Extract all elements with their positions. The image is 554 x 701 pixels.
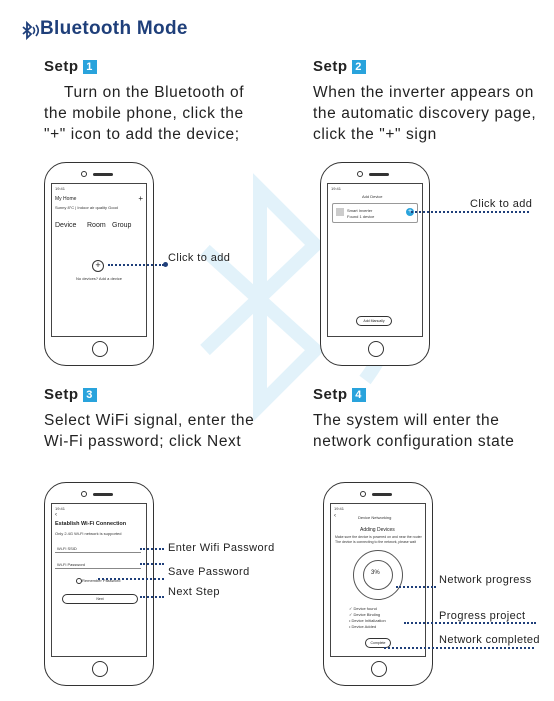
back-icon[interactable]: ‹ <box>334 513 336 519</box>
status-time: 19:41 <box>331 186 342 191</box>
callout-line-3d <box>140 596 164 598</box>
phone-4: 19:41 ‹ Device Networking Adding Devices… <box>323 482 433 686</box>
callout-line-3b <box>140 563 164 565</box>
status-time: 19:41 <box>334 506 345 511</box>
weather-line: Sunny 8°C | Indoor air quality Good <box>55 205 118 210</box>
bullet-icon: • <box>349 624 352 629</box>
callout-click-to-add-1: Click to add <box>168 252 231 264</box>
callout-save-password: Save Password <box>168 566 250 578</box>
home-button <box>371 661 387 677</box>
back-icon[interactable]: ‹ <box>55 512 57 518</box>
list-item: ✓ Device Binding <box>349 612 381 617</box>
phone-4-screen: 19:41 ‹ Device Networking Adding Devices… <box>330 503 426 657</box>
phone-3: 19:41 ‹ Establish Wi-Fi Connection Only … <box>44 482 154 686</box>
remember-label: Remember Password <box>82 578 121 583</box>
callout-dot-1 <box>163 262 168 267</box>
status-time: 19:41 <box>55 506 66 511</box>
tab-group[interactable]: Group <box>112 222 132 229</box>
home-button <box>92 341 108 357</box>
tab-room[interactable]: Room <box>87 222 106 229</box>
callout-network-progress: Network progress <box>439 574 532 586</box>
nav-title: Add Device <box>362 194 383 199</box>
check-icon: ✓ <box>349 612 354 617</box>
list-item: • Device Added <box>349 624 377 629</box>
wifi-ssid-field[interactable]: Wi-Fi SSID <box>55 546 141 553</box>
wifi-password-field[interactable]: Wi-Fi Password <box>55 562 141 569</box>
discovered-device-card[interactable]: Smart Inverter Found 1 device + <box>332 203 418 223</box>
add-plus-icon[interactable]: + <box>406 208 414 216</box>
adding-heading: Adding Devices <box>360 527 395 533</box>
callout-line-1 <box>108 264 164 266</box>
device-sub: Found 1 device <box>347 214 375 219</box>
callout-line-3c <box>98 578 164 580</box>
wifi-subtext: Only 2.4G Wi-Fi network is supported <box>55 531 122 536</box>
callout-enter-wifi-password: Enter Wifi Password <box>168 542 275 554</box>
phone-1-screen: 19:41 My Home + Sunny 8°C | Indoor air q… <box>51 183 147 337</box>
status-time: 19:41 <box>55 186 66 191</box>
progress-ring-outer <box>353 550 403 600</box>
page-title: Bluetooth Mode <box>40 18 188 39</box>
bullet-icon: • <box>349 618 352 623</box>
adding-sub1: Make sure the device is powered on and n… <box>335 535 422 539</box>
callout-line-4b <box>404 622 536 624</box>
step-2-text: When the inverter appears on the automat… <box>313 84 537 143</box>
tab-device[interactable]: Device <box>55 222 77 229</box>
step-4-text: The system will enter the network config… <box>313 412 515 450</box>
callout-next-step: Next Step <box>168 586 220 598</box>
callout-line-4c <box>384 647 534 649</box>
phone-2: 19:41 Add Device Smart Inverter Found 1 … <box>320 162 430 366</box>
add-device-icon[interactable]: + <box>92 260 104 272</box>
callout-line-2 <box>411 211 529 213</box>
list-item: ✓ Device found <box>349 606 377 611</box>
progress-ring-inner <box>363 560 393 590</box>
remember-checkbox[interactable] <box>76 578 82 584</box>
home-button <box>368 341 384 357</box>
empty-hint: No devices? Add a device <box>76 276 123 281</box>
callout-click-to-add-2: Click to add <box>470 198 533 210</box>
step-3-text: Select WiFi signal, enter the Wi-Fi pass… <box>44 412 255 450</box>
device-name: Smart Inverter <box>347 208 373 213</box>
progress-value: 3% <box>371 570 380 576</box>
phone-3-screen: 19:41 ‹ Establish Wi-Fi Connection Only … <box>51 503 147 657</box>
complete-button[interactable]: Complete <box>365 638 391 648</box>
next-button[interactable]: Next <box>62 594 138 604</box>
home-title[interactable]: My Home <box>55 196 77 202</box>
check-icon: ✓ <box>349 606 354 611</box>
callout-line-4a <box>396 586 436 588</box>
plus-icon[interactable]: + <box>138 194 143 203</box>
device-thumbnail <box>336 208 344 216</box>
nav-title: Device Networking <box>358 515 392 520</box>
callout-progress-project: Progress project <box>439 610 526 622</box>
home-button <box>92 661 108 677</box>
wifi-heading: Establish Wi-Fi Connection <box>55 521 127 527</box>
callout-network-completed: Network completed <box>439 634 540 646</box>
adding-sub2: The device is connecting to the network,… <box>335 540 416 544</box>
add-manually-button[interactable]: Add Manually <box>356 316 392 326</box>
step-1-text: Turn on the Bluetooth of the mobile phon… <box>44 84 245 143</box>
phone-2-screen: 19:41 Add Device Smart Inverter Found 1 … <box>327 183 423 337</box>
list-item: • Device Initialization <box>349 618 386 623</box>
bluetooth-icon <box>22 20 40 41</box>
callout-line-3a <box>140 548 164 550</box>
